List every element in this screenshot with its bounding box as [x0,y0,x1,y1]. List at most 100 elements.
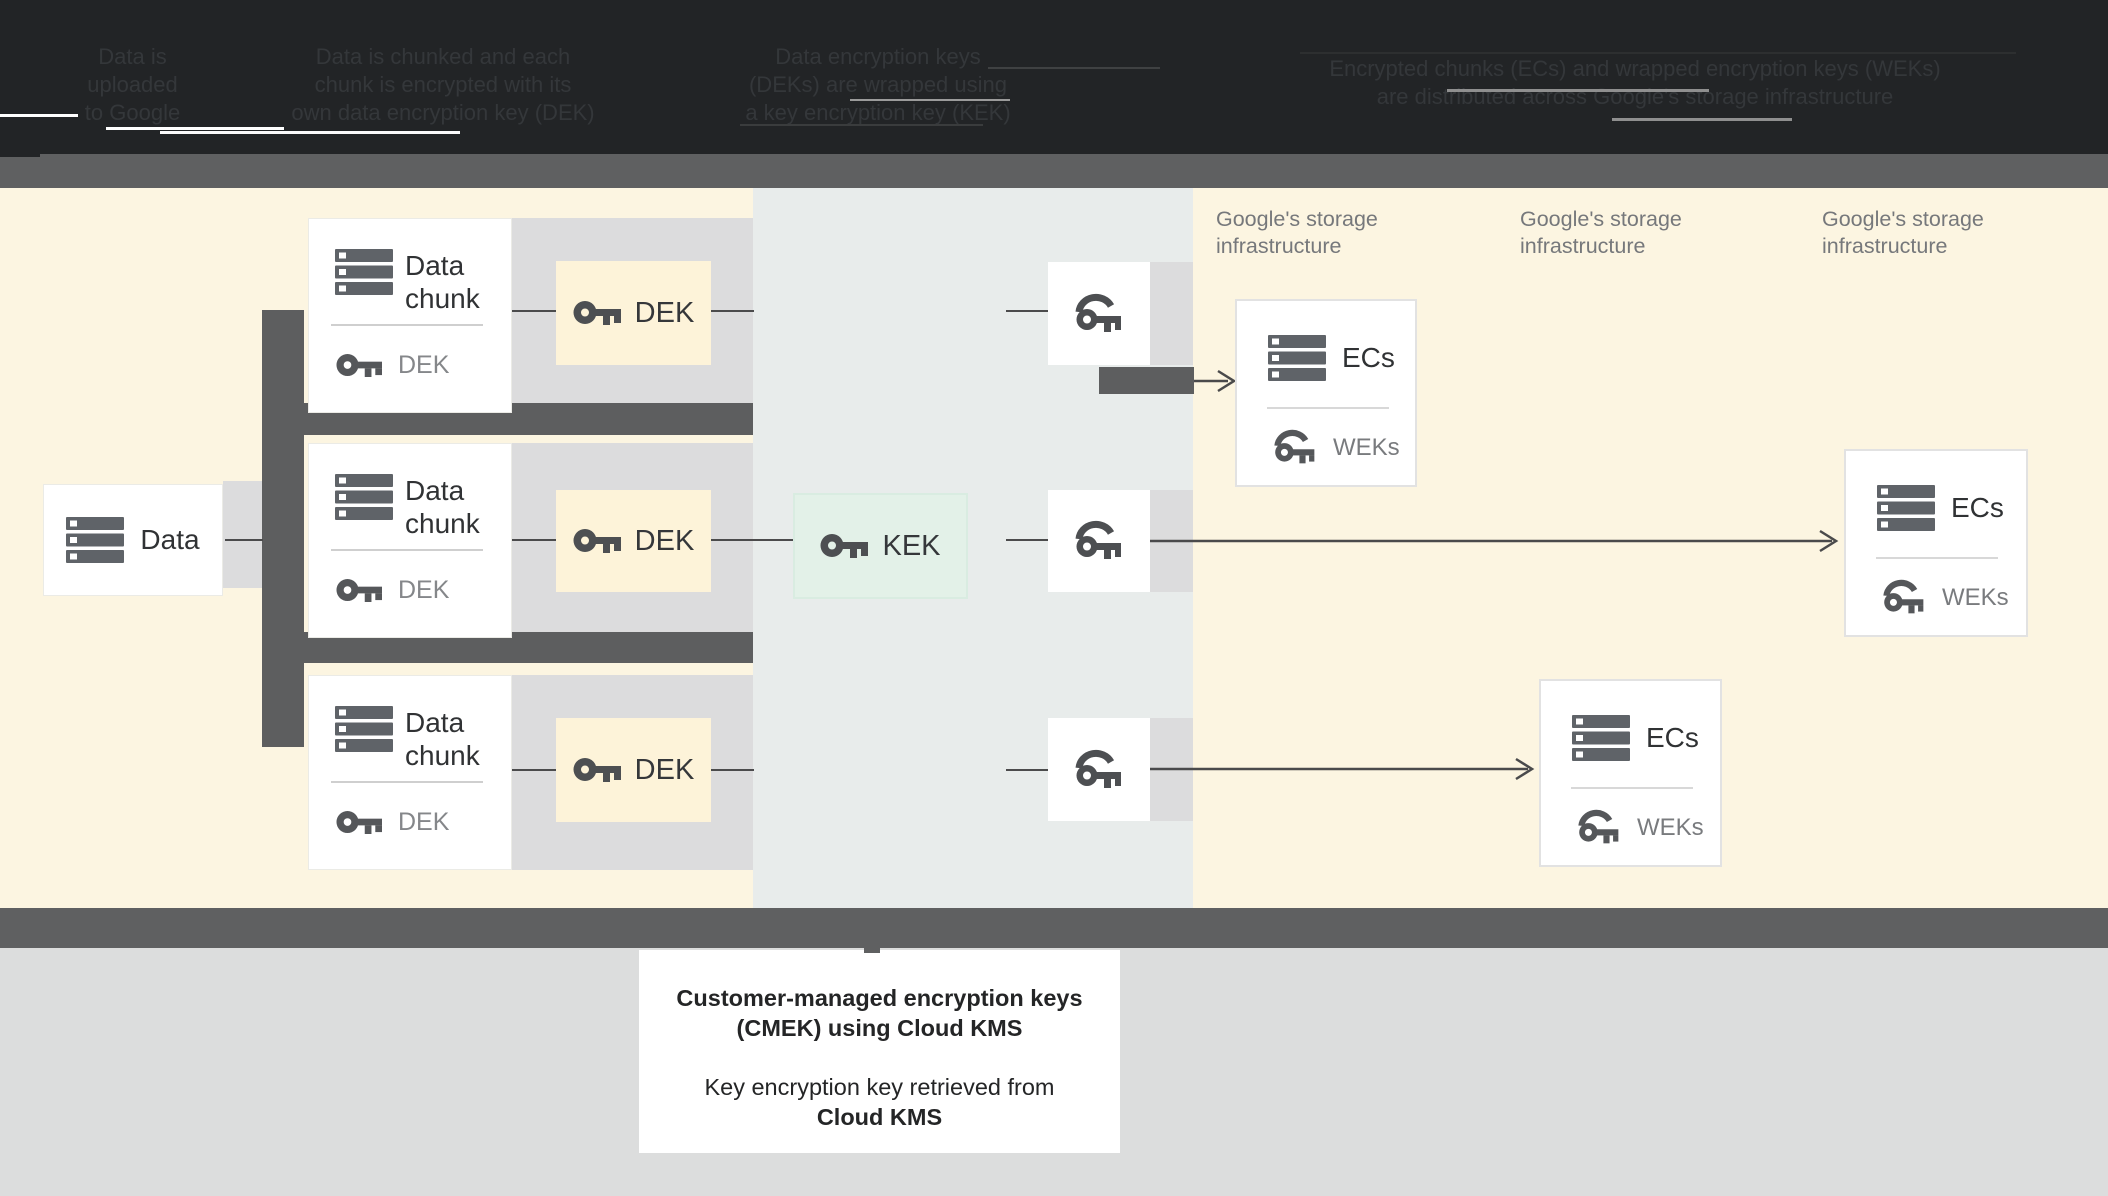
wrapped-key-icon [1274,429,1315,464]
dek-label: DEK [634,524,695,557]
wrapped-key-box-3 [1048,718,1150,821]
divider [331,549,483,551]
divider [1571,787,1693,789]
top-gray-band [0,154,2108,188]
weks-label: WEKs [1637,813,1704,841]
divider [1267,407,1389,409]
arrow-to-ecs-right [1150,529,1839,553]
header-step-3: Data encryption keys (DEKs) are wrapped … [718,43,1038,127]
caption-box: Customer-managed encryption keys (CMEK) … [639,950,1120,1153]
divider [331,781,483,783]
dek-box-1: DEK [556,261,711,365]
header-step-2: Data is chunked and each chunk is encryp… [268,43,618,127]
storage-label-2: Google's storage infrastructure [1520,206,1682,260]
chunk-key-label: DEK [398,808,450,836]
connector-strip [223,481,263,588]
header-step-2-line: own data encryption key (DEK) [291,100,595,125]
wrapped-key-box-2 [1048,490,1150,592]
ecs-label: ECs [1951,492,2004,523]
data-box: Data [43,484,223,596]
storage-label-line: Google's storage [1520,207,1682,231]
header-underline-fragment [850,99,1010,101]
header-step-4: Encrypted chunks (ECs) and wrapped encry… [1290,55,1980,111]
arrow-to-ecs-1 [1194,369,1237,393]
wrapped-key-icon [1578,809,1619,844]
storage-label-line: infrastructure [1520,234,1646,258]
bottom-gray-band [0,908,2108,948]
storage-label-1: Google's storage infrastructure [1216,206,1378,260]
dek-label: DEK [634,296,695,329]
ecs-list-icon [1268,335,1326,381]
thick-arrow-bar [1099,367,1194,394]
weks-label: WEKs [1333,433,1400,461]
line-into-key2 [1006,539,1049,541]
header-step-1-line: to Google [84,100,181,125]
header-underline-fragment [160,131,460,134]
header-step-1-line: uploaded [87,72,178,97]
chunk-list-icon [335,706,393,752]
header-rule-fragment [740,124,983,126]
weks-label: WEKs [1942,583,2009,611]
ecs-box-3: ECs WEKs [1539,679,1722,867]
chunk-label: Data chunk [405,707,480,771]
dek-box-2: DEK [556,490,711,592]
key1-strip [1150,262,1193,365]
line-chunk1-dek1 [510,310,558,312]
chunk-list-icon [335,474,393,520]
header-rule-fragment [988,67,1160,69]
arrow-to-ecs-3 [1150,757,1535,781]
data-chunk-box-3: Data chunk DEK [308,675,512,870]
data-chunk-box-2: Data chunk DEK [308,443,512,638]
line-dek1-out [709,310,754,312]
key-icon [336,811,382,834]
wrapped-key-icon [1883,579,1924,614]
dek-box-3: DEK [556,718,711,822]
data-chunk-box-1: Data chunk DEK [308,218,512,413]
line-into-key1 [1006,310,1049,312]
header-underline-fragment [0,114,78,117]
storage-label-3: Google's storage infrastructure [1822,206,1984,260]
line-dek2-kek [709,539,795,541]
header-step-3-line: (DEKs) are wrapped using [748,72,1007,97]
caption-subtitle-line: Key encryption key retrieved from [704,1074,1055,1100]
line-dek3-out [709,769,754,771]
wrapped-key-icon [1075,293,1121,332]
data-box-label: Data [140,524,200,555]
ecs-label: ECs [1342,342,1395,373]
key-icon [336,354,382,377]
header-step-4-line: are distributed across Google's storage … [1376,84,1894,109]
header-step-1: Data is uploaded to Google [40,43,225,127]
header-underline-fragment [1612,118,1792,121]
caption-connector-stub [864,948,880,953]
key-icon [573,529,621,553]
caption-subtitle-bold: Cloud KMS [816,1104,943,1130]
divider [1876,557,1998,559]
ecs-label: ECs [1646,722,1699,753]
header-band: Data is uploaded to Google Data is chunk… [0,0,2108,154]
header-step-2-line: chunk is encrypted with its [314,72,572,97]
wrapped-key-box-1 [1048,262,1150,365]
chunk-label: Data chunk [405,250,480,314]
kek-box: KEK [793,493,968,599]
data-list-icon [66,517,125,563]
chunk-key-label: DEK [398,351,450,379]
header-step-2-line: Data is chunked and each [315,44,571,69]
line-into-key3 [1006,769,1049,771]
header-rule-fragment [1300,52,2016,54]
caption-title-line: Customer-managed encryption keys [676,985,1083,1011]
storage-label-line: Google's storage [1216,207,1378,231]
wrapped-key-icon [1075,520,1121,559]
storage-label-line: Google's storage [1822,207,1984,231]
caption-spacer [639,1043,1120,1072]
key-icon [573,758,621,782]
header-underline-fragment [106,127,284,130]
storage-label-line: infrastructure [1216,234,1342,258]
header-underline-fragment [1447,89,1709,92]
key-icon [820,534,869,558]
key-icon [336,579,382,602]
caption-title-line: (CMEK) using Cloud KMS [736,1015,1023,1041]
header-step-3-line: Data encryption keys [775,44,981,69]
ecs-box-2: ECs WEKs [1844,449,2028,637]
header-notch [0,154,40,157]
